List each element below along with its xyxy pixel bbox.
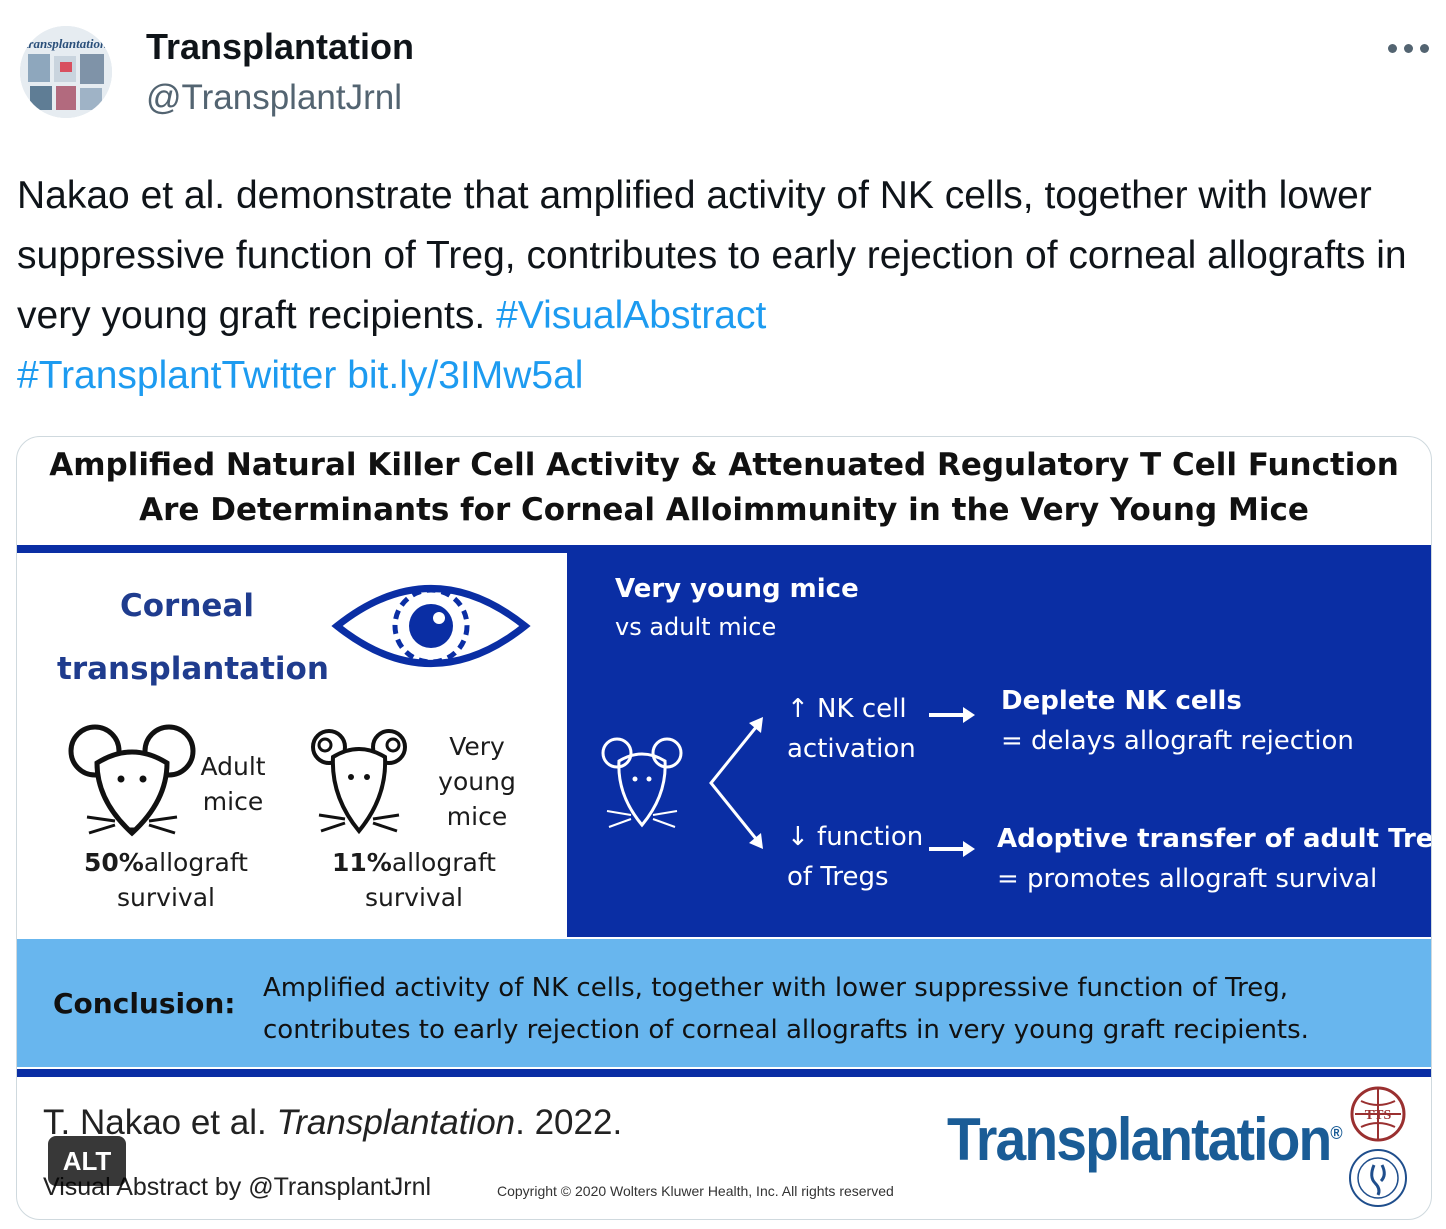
hashtag-visualabstract[interactable]: #VisualAbstract: [496, 294, 767, 337]
conclusion-text: Amplified activity of NK cells, together…: [263, 973, 1309, 1045]
avatar-label: transplantation: [25, 36, 107, 51]
bottom-divider: [17, 1069, 1431, 1077]
small-mouse-icon: [601, 737, 683, 828]
alt-text-button[interactable]: ALT: [48, 1136, 126, 1186]
hashtag-transplanttwitter[interactable]: #TransplantTwitter: [17, 354, 337, 397]
copyright: Copyright © 2020 Wolters Kluwer Health, …: [497, 1183, 894, 1199]
corneal-transplantation-heading: Corneal transplantation: [57, 575, 329, 701]
visual-abstract-image[interactable]: Amplified Natural Killer Cell Activity &…: [16, 436, 1432, 1220]
tweet-text: Nakao et al. demonstrate that amplified …: [17, 166, 1427, 406]
right-subtitle: vs adult mice: [615, 613, 777, 641]
more-options-icon[interactable]: [1388, 44, 1430, 54]
young-survival: 11%allograft survival: [332, 848, 496, 912]
journal-logo: Transplantation®: [947, 1106, 1343, 1173]
adult-survival: 50%allograft survival: [84, 848, 248, 912]
deplete-title: Deplete NK cells: [1001, 686, 1242, 716]
right-title: Very young mice: [615, 574, 859, 604]
corneal-line1: Corneal: [120, 588, 254, 624]
arrow-right-icon: [929, 841, 975, 857]
display-name[interactable]: Transplantation: [146, 26, 415, 67]
corneal-line2: transplantation: [57, 651, 329, 687]
journal-covers-avatar-image: transplantation: [20, 26, 112, 118]
abstract-title-line2: Are Determinants for Corneal Alloimmunit…: [139, 492, 1309, 528]
abstract-title-line1: Amplified Natural Killer Cell Activity &…: [49, 447, 1399, 483]
young-mouse-icon: [311, 729, 407, 835]
panel-divider: [17, 937, 1431, 939]
user-handle[interactable]: @TransplantJrnl: [146, 78, 402, 117]
adoptive-desc: = promotes allograft survival: [997, 864, 1378, 894]
conclusion-box: Conclusion: Amplified activity of NK cel…: [17, 939, 1431, 1067]
citation: T. Nakao et al. Transplantation. 2022.: [43, 1103, 623, 1142]
branch-arrows-icon: [709, 717, 763, 849]
society-emblem-icon: [1349, 1149, 1407, 1207]
abstract-title: Amplified Natural Killer Cell Activity &…: [17, 443, 1431, 533]
svg-text:TTS: TTS: [1365, 1108, 1392, 1123]
tweet-body: Nakao et al. demonstrate that amplified …: [17, 174, 1407, 337]
avatar[interactable]: transplantation: [20, 26, 112, 118]
arrow-right-icon: [929, 707, 975, 723]
short-link[interactable]: bit.ly/3IMw5al: [347, 354, 584, 397]
adoptive-title: Adoptive transfer of adult Tregs: [997, 824, 1432, 854]
eye-icon: [331, 585, 531, 667]
deplete-desc: = delays allograft rejection: [1001, 726, 1354, 756]
society-seal-icon: TTS: [1350, 1086, 1406, 1142]
conclusion-label: Conclusion:: [53, 987, 236, 1020]
adult-mouse-icon: [68, 724, 196, 837]
top-divider: [17, 545, 1431, 553]
